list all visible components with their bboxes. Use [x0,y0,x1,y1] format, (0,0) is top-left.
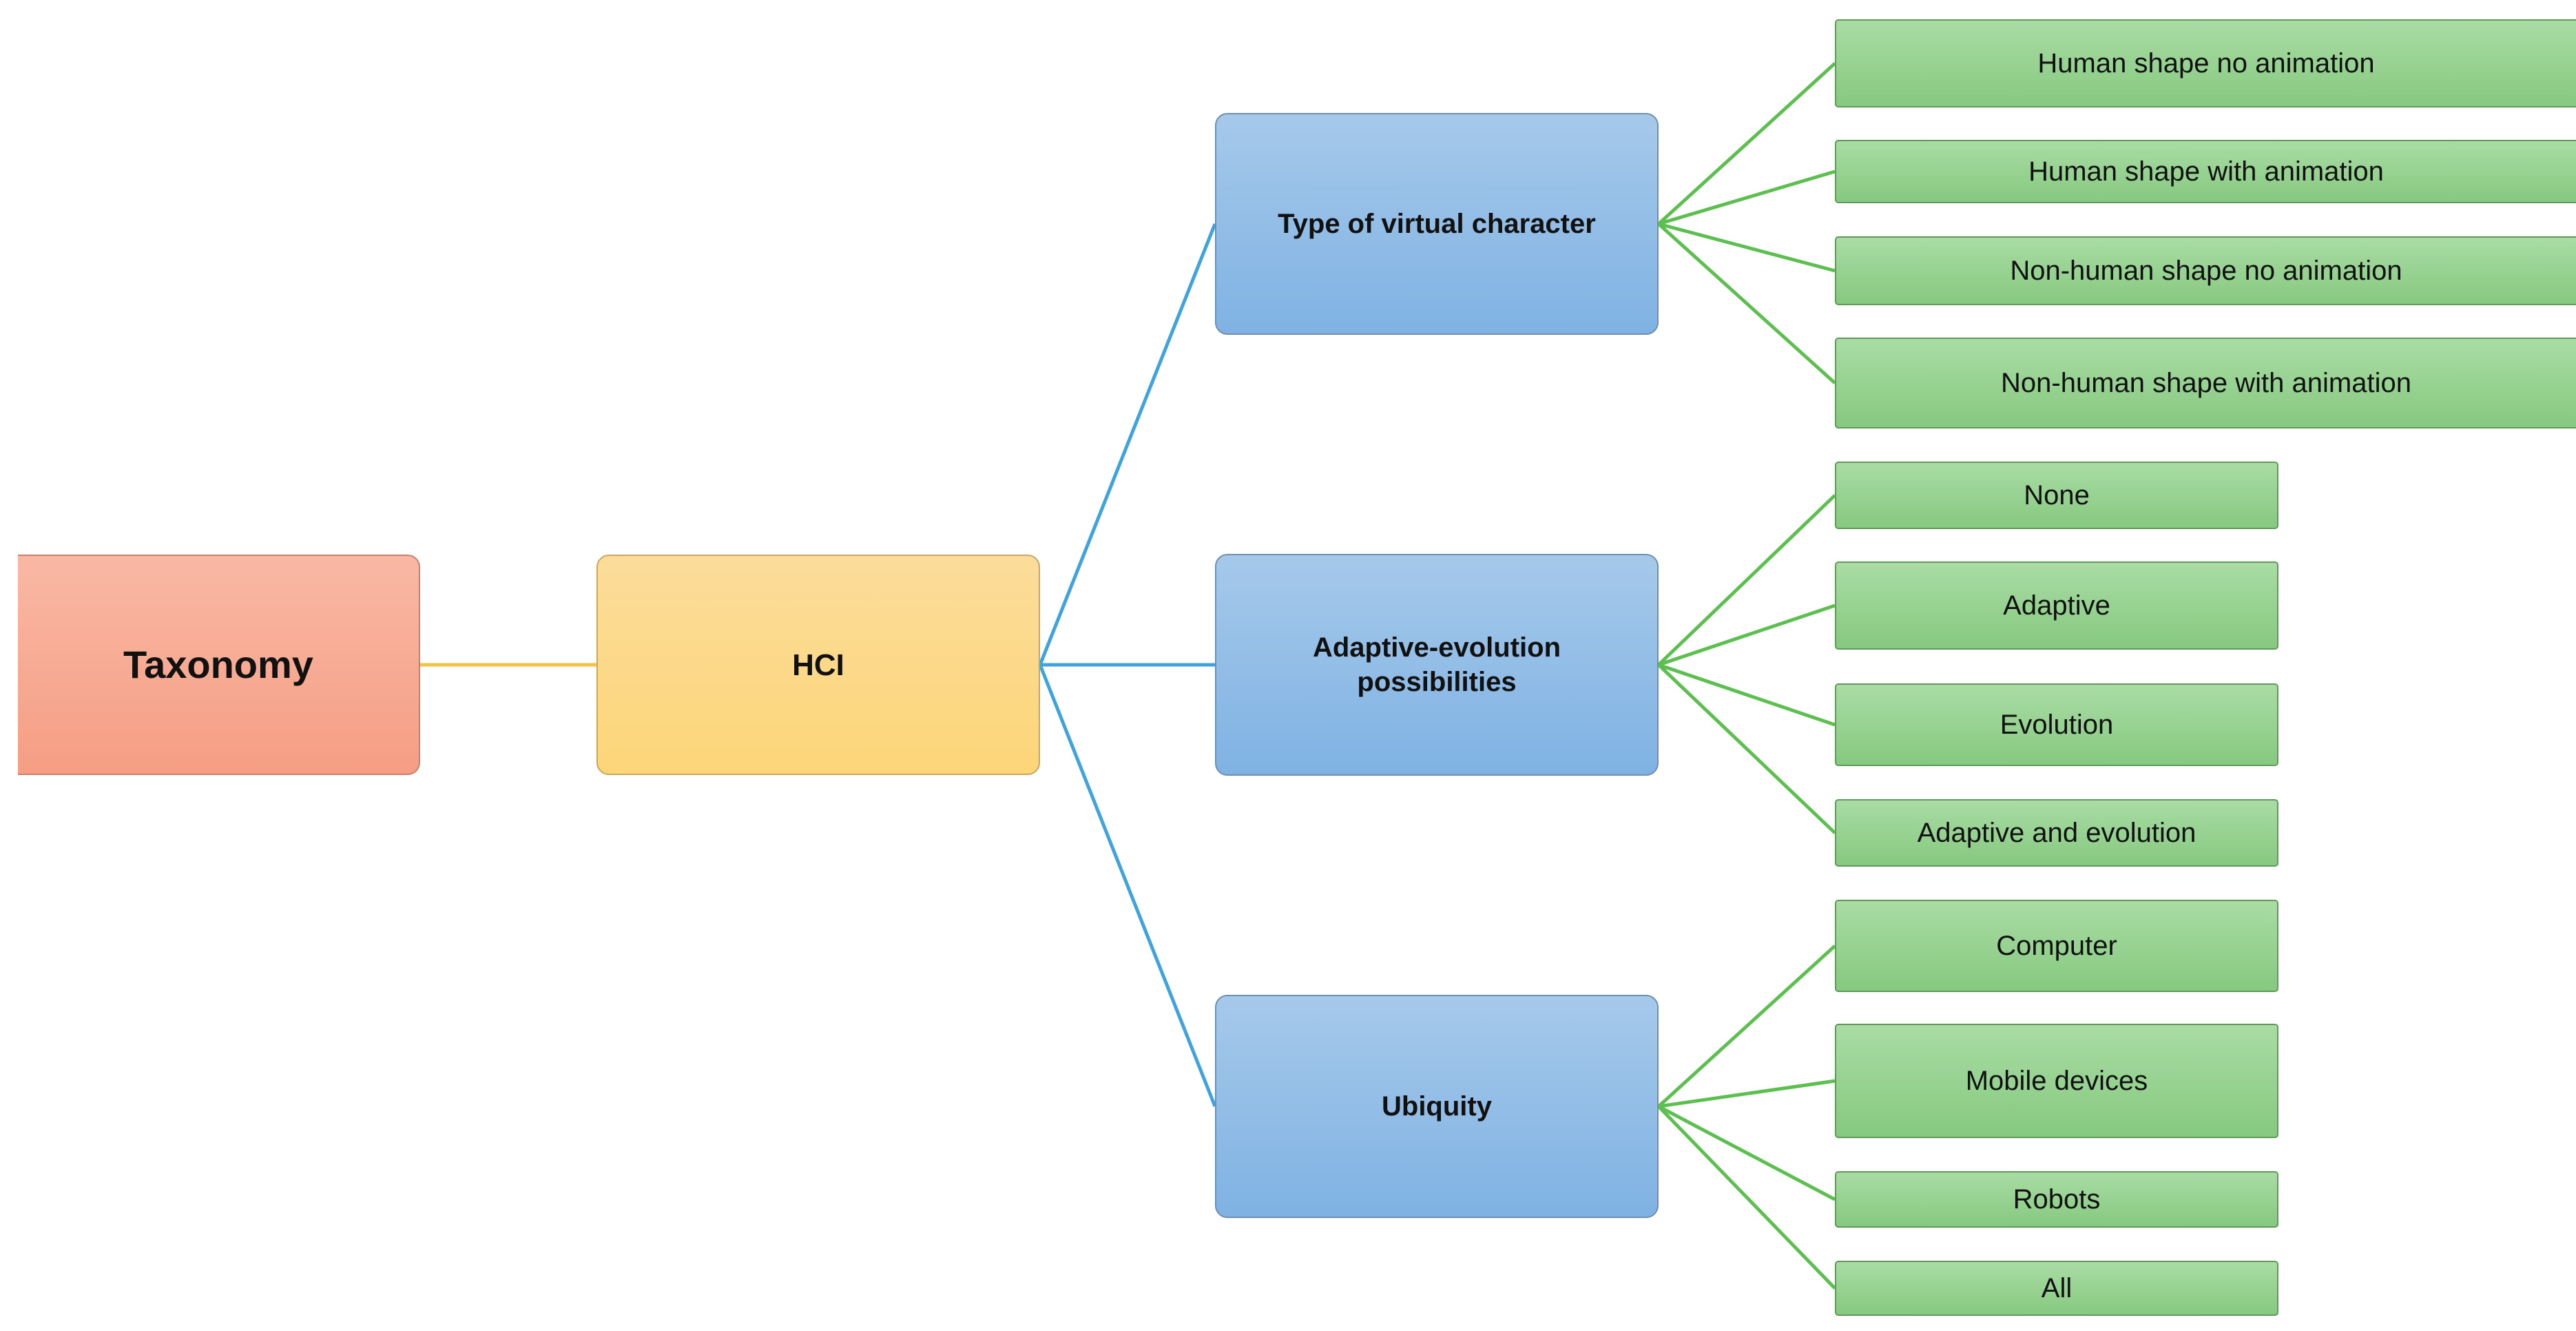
leaf-adaptive: Adaptive [1835,561,2278,650]
connector-leaf-human-shape-with-animation [1658,169,1836,226]
connector-hci-category-ubiquity [1038,664,1217,1107]
connector-leaf-computer [1657,945,1836,1108]
connector-leaf-adaptive-and-evolution [1657,663,1836,834]
node-hci: HCI [596,555,1040,775]
connector-hci-category-type-of-virtual-character [1038,223,1217,666]
connector-leaf-robots [1657,1104,1836,1201]
connector-leaf-non-human-shape-with-animation [1657,223,1836,384]
category-type-of-virtual-character: Type of virtual character [1215,113,1659,335]
leaf-all: All [1835,1261,2278,1316]
leaf-evolution: Evolution [1835,683,2278,766]
leaf-adaptive-and-evolution: Adaptive and evolution [1835,799,2278,867]
leaf-human-shape-no-animation: Human shape no animation [1835,19,2576,107]
connector-leaf-mobile-devices [1658,1079,1836,1108]
root-node-taxonomy: Taxonomy [18,555,420,775]
leaf-non-human-shape-no-animation: Non-human shape no animation [1835,236,2576,305]
connector-leaf-all [1657,1105,1836,1290]
category-adaptive-evolution-possibilities: Adaptive-evolution possibilities [1215,554,1659,776]
leaf-computer: Computer [1835,900,2278,992]
category-ubiquity: Ubiquity [1215,995,1659,1218]
leaf-robots: Robots [1835,1171,2278,1228]
connector-leaf-evolution [1658,663,1836,727]
connector-leaf-non-human-shape-no-animation [1658,222,1836,273]
connector-leaf-adaptive [1658,603,1836,667]
leaf-non-human-shape-with-animation: Non-human shape with animation [1835,338,2576,429]
connector-leaf-human-shape-no-animation [1657,62,1836,225]
leaf-mobile-devices: Mobile devices [1835,1024,2278,1138]
leaf-none: None [1835,462,2278,529]
leaf-human-shape-with-animation: Human shape with animation [1835,140,2576,203]
connector-leaf-none [1657,494,1836,666]
